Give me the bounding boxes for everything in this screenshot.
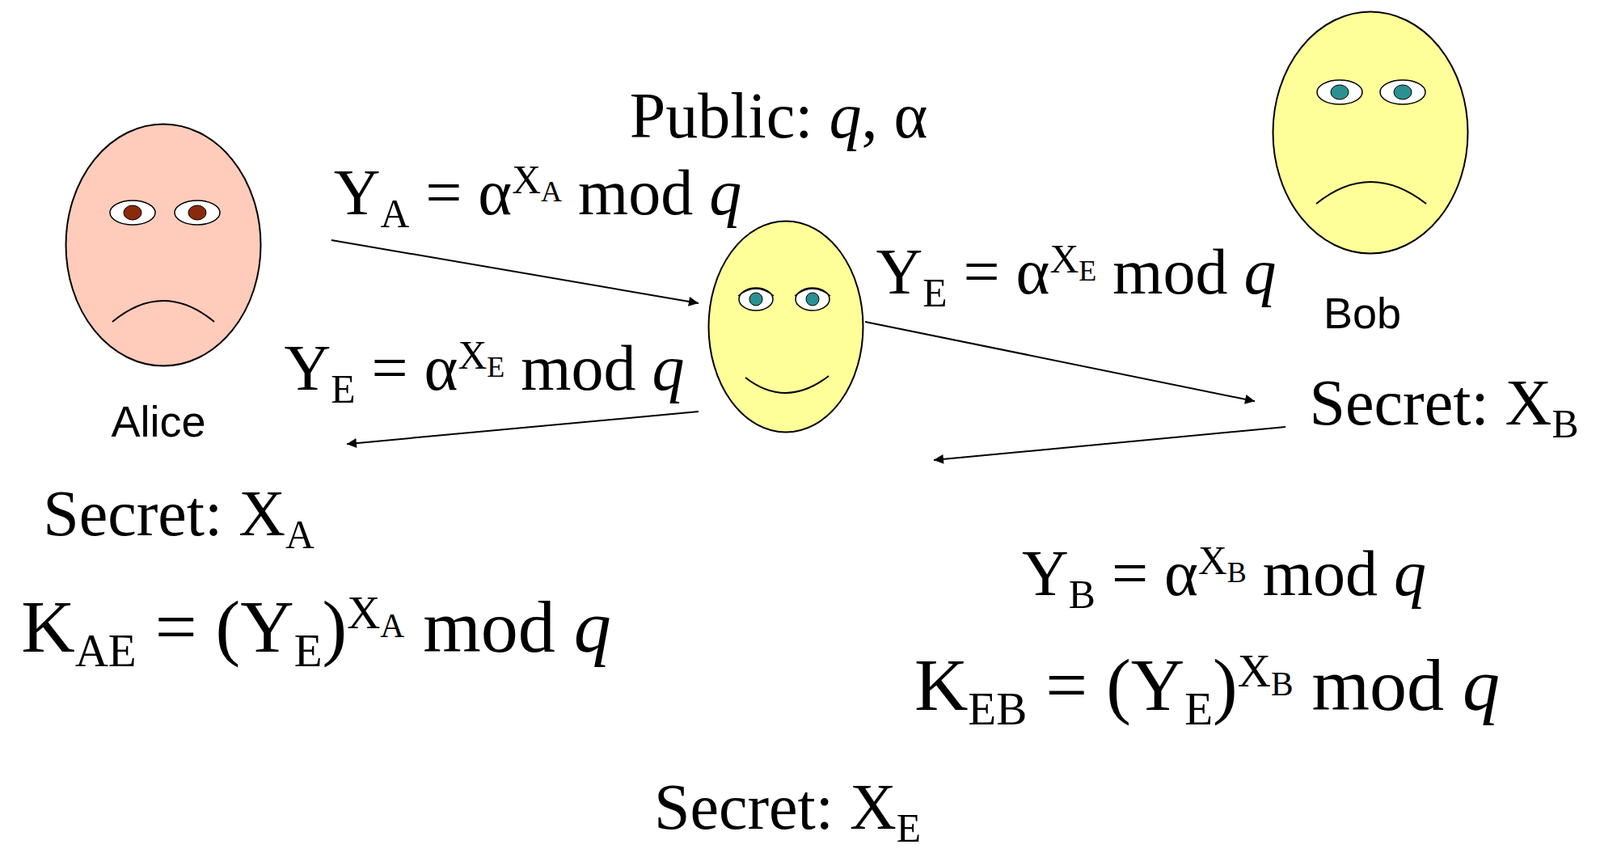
eye-white [1317,80,1363,105]
face-outline [66,124,262,367]
mouth [745,375,829,393]
secret-label: Secret: XB [1309,365,1579,440]
message-arrow [346,411,699,444]
eye-pupil [1393,84,1412,100]
face-outline [709,221,864,433]
mouth [1316,181,1427,204]
eye-pupil [749,292,763,306]
secret-label: Secret: XE [654,769,921,845]
message-label: YB = αXB mod q [1021,536,1427,611]
eye-pupil [806,292,819,306]
person-node: Secret: XE [707,219,865,434]
eyelid [794,288,831,296]
eye-white [1380,80,1426,105]
message-arrow [865,321,1255,402]
alice-face [64,122,262,368]
eve-face [707,219,865,434]
eye-white [795,287,830,311]
key-formula: KEB = (YE)XB mod q [914,642,1500,729]
eye-white [109,200,156,225]
public-parameters: Public: q, α [629,78,929,153]
eye-pupil [1330,84,1349,100]
secret-label: Secret: XA [42,476,315,551]
person-name: Alice [110,396,206,447]
message-label: YA = αXA mod q [333,155,743,230]
face-outline [1273,12,1469,254]
person-node: Alice [64,122,262,368]
eye-pupil [123,205,142,220]
eye-white [174,200,220,225]
message-label: YE = αXE mod q [283,330,684,406]
mouth [112,300,215,322]
eyelid [738,288,774,296]
person-name: Bob [1323,287,1402,338]
eye-pupil [188,205,207,220]
message-arrow [331,240,699,304]
eye-white [738,287,773,311]
key-formula: KAE = (YE)XA mod q [21,584,612,671]
bob-face [1271,10,1470,255]
message-arrow [933,426,1286,461]
person-node: Bob [1271,10,1470,255]
message-label: YE = αXE mod q [875,234,1276,309]
